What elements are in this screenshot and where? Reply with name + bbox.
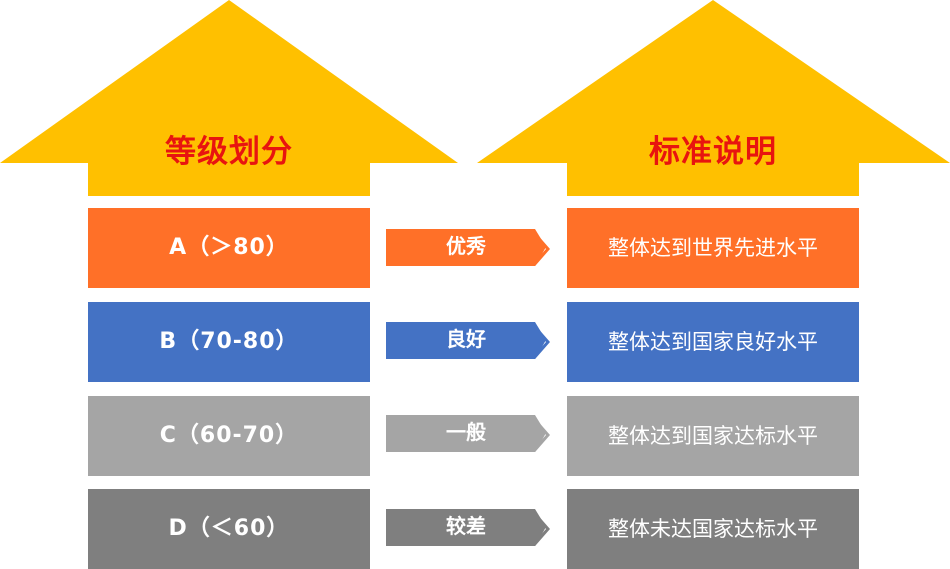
description-c-box: 整体达到国家达标水平 (567, 396, 859, 476)
chevron-right-icon (532, 418, 550, 452)
grade-a-box: A（＞80） (88, 208, 370, 288)
level-tag-excellent: 优秀 (386, 226, 556, 270)
description-a-box: 整体达到世界先进水平 (567, 208, 859, 288)
grade-c-box: C（60-70） (88, 396, 370, 476)
left-up-arrow (0, 0, 458, 196)
chevron-right-icon (532, 325, 550, 359)
grade-division-title: 等级划分 (165, 134, 293, 170)
level-label: 优秀 (446, 234, 486, 258)
description-b-box: 整体达到国家良好水平 (567, 302, 859, 382)
level-tag-good: 良好 (386, 319, 556, 363)
level-tag-poor: 较差 (386, 506, 556, 550)
grade-b-box: B（70-80） (88, 302, 370, 382)
chevron-right-icon (532, 232, 550, 266)
description-d-box: 整体未达国家达标水平 (567, 489, 859, 569)
level-label: 良好 (446, 327, 486, 351)
level-tag-average: 一般 (386, 412, 556, 456)
chevron-right-icon (532, 512, 550, 546)
level-label: 较差 (446, 514, 486, 538)
standard-description-title: 标准说明 (649, 134, 777, 170)
grade-d-box: D（＜60） (88, 489, 370, 569)
right-up-arrow (477, 0, 950, 196)
level-label: 一般 (446, 420, 486, 444)
